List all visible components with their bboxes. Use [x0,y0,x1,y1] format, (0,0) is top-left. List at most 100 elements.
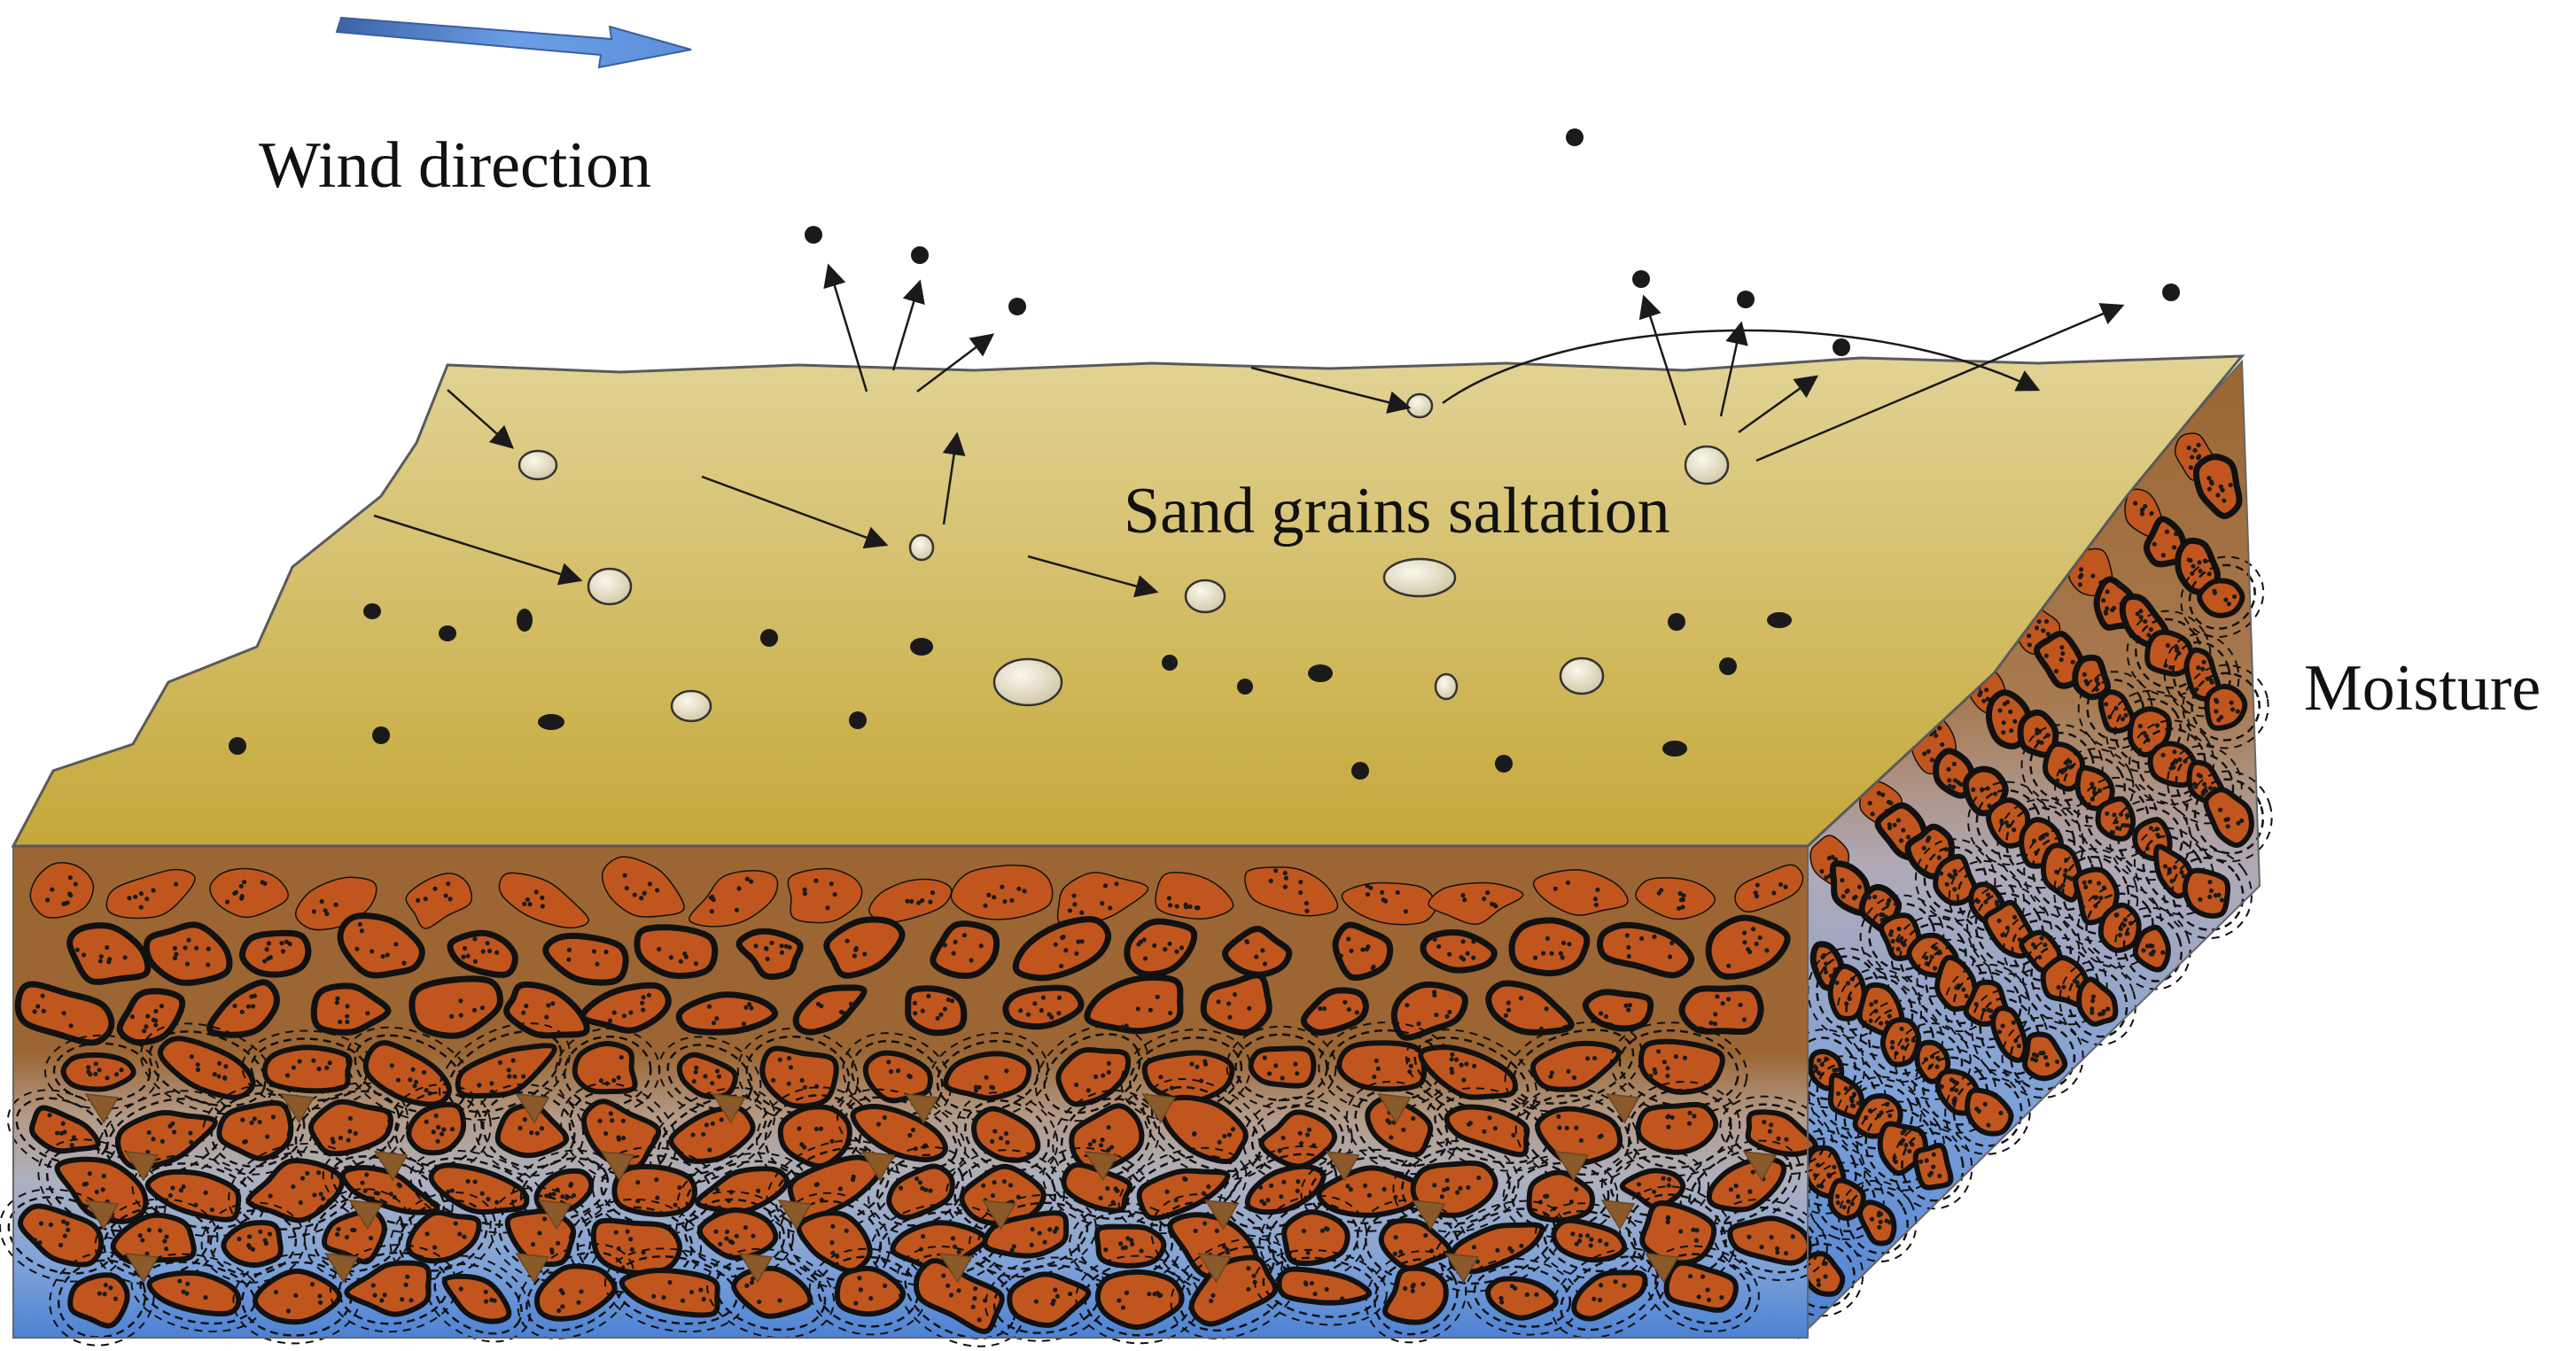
soil-aggregate [1002,984,1085,1030]
water-film [1267,1202,1359,1276]
soil-aggregate [1332,921,1394,982]
water-film [2126,610,2212,697]
particle-dot-icon [1008,298,1026,315]
soil-aggregate [2185,770,2273,863]
water-film [1807,1161,1885,1240]
trajectory-arrow [1250,366,1412,414]
water-film [1513,1029,1635,1105]
water-film [1679,1139,1802,1233]
trajectory-arc [1442,329,2041,405]
sand-grain-icon [1559,656,1605,695]
soil-aggregate [405,873,472,929]
water-film [1345,1080,1458,1176]
water-film [1170,1238,1300,1339]
particle-dot-icon [1495,755,1513,773]
soil-aggregate [792,984,868,1036]
pore-space [84,1093,120,1124]
water-film [517,1243,635,1339]
soil-aggregate [94,1198,219,1285]
pore-space [324,1253,359,1284]
water-film [1856,1100,1946,1192]
soil-aggregate [447,929,518,978]
water-film [1618,1185,1736,1285]
soil-aggregate [1807,1161,1885,1240]
water-film [1868,902,1936,971]
particle-dot-icon [1237,679,1253,695]
trajectory-arrow [1719,321,1748,417]
soil-aggregate [689,870,779,928]
water-film [1952,971,2022,1041]
soil-aggregate [337,912,425,979]
water-film [2086,679,2145,741]
water-film [1892,1123,1973,1210]
water-film [1618,1081,1741,1176]
water-film [498,1194,592,1274]
pore-space [938,1253,973,1284]
water-film [2076,884,2163,968]
pore-space [515,1093,550,1124]
water-film [895,1246,1025,1347]
water-film [706,1247,835,1339]
water-film [210,1092,306,1168]
particle-dot-icon [1662,741,1687,757]
water-film [2114,906,2191,990]
water-film [525,1251,627,1332]
particle-dot-icon [2162,283,2180,301]
water-film [2191,672,2261,741]
water-film [1543,1209,1638,1273]
water-film [473,1083,585,1176]
water-film [1654,1253,1752,1325]
water-film [1646,1245,1760,1332]
water-film [2053,848,2139,943]
soil-aggregate [2182,664,2269,749]
water-film [2142,835,2207,908]
soil-aggregate [409,975,503,1039]
water-film [1846,1187,1909,1255]
soil-aggregate [346,1026,476,1122]
water-film [714,1255,827,1332]
soil-aggregate [1597,921,1695,979]
soil-aggregate [808,1247,928,1336]
particle-dot-icon [1737,291,1755,308]
pore-space [1600,1200,1636,1231]
particle-dot-icon [1833,338,1850,356]
pore-space [1377,1093,1412,1124]
water-film [2067,968,2129,1038]
particle-dot-icon [911,246,929,264]
pore-space [124,1151,160,1182]
soil-aggregate [634,924,719,980]
soil-aggregate [1635,877,1716,920]
water-film [964,1099,1050,1172]
water-film [94,1198,219,1285]
trajectory-arrow [373,514,583,586]
water-film [927,1032,1049,1121]
water-film [1712,1199,1828,1282]
pore-space [1084,1151,1118,1182]
soil-aggregate [603,1247,747,1333]
pore-space [1645,1253,1679,1284]
pore-space [373,1151,409,1182]
soil-aggregate [2163,849,2253,940]
pore-space [777,1200,813,1231]
soil-aggregate [787,867,863,924]
water-film [1504,1021,1643,1113]
water-film [612,1255,738,1325]
trajectory-arrow [823,263,868,392]
pore-space [1204,1200,1239,1231]
water-film [394,1091,484,1168]
sand-grain-icon [1405,392,1434,419]
soil-aggregate [105,868,196,920]
water-film [1034,1025,1149,1122]
soil-aggregate [601,856,685,918]
soil-aggregate [498,872,590,929]
water-film [1043,1033,1141,1114]
pore-space [860,1151,896,1182]
particle-dot-icon [1566,128,1584,146]
soil-aggregate [385,1083,492,1176]
soil-aggregate [1012,916,1112,982]
water-film [1971,990,2050,1083]
soil-aggregate [1244,866,1339,917]
trajectory-arrow [942,431,966,525]
trajectory-arrow [1755,303,2125,462]
